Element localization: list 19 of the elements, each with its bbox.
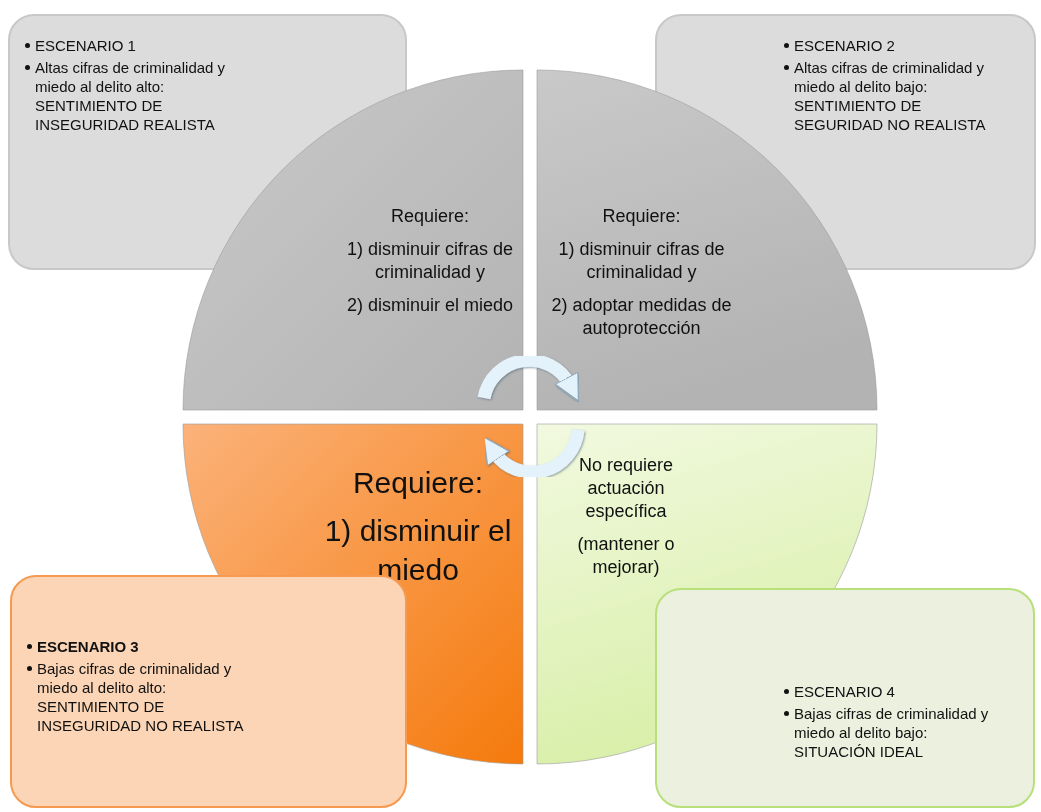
quadrant-text: 2) disminuir el miedo: [345, 294, 515, 318]
quadrant-heading: No requiere actuación específica: [577, 454, 675, 524]
scenario-heading: ESCENARIO 2: [794, 37, 895, 54]
quadrant-text: 1) disminuir el miedo: [323, 513, 513, 588]
scenario-heading: ESCENARIO 1: [35, 37, 136, 54]
scenario-description: Bajas cifras de criminalidad y miedo al delito bajo: SITUACIÓN IDEAL: [794, 705, 989, 760]
quadrant-text: 1) disminuir cifras de criminalidad y: [557, 238, 726, 285]
quadrant-heading: Requiere:: [351, 465, 485, 501]
quadrant-text: (mantener o mejorar): [576, 533, 676, 580]
quadrant-text: 1) disminuir cifras de criminalidad y: [345, 238, 515, 285]
scenario-description: Altas cifras de criminalidad y miedo al delito bajo: SENTIMIENTO DE SEGURIDAD NO REALISTA: [794, 59, 986, 133]
quadrant-heading: Requiere:: [389, 205, 470, 228]
scenario-card: [655, 588, 1035, 808]
quadrant-heading: Requiere:: [601, 205, 682, 228]
scenario-heading: ESCENARIO 4: [794, 683, 895, 700]
scenario-description: Altas cifras de criminalidad y miedo al delito alto: SENTIMIENTO DE INSEGURIDAD REALISTA: [35, 59, 226, 133]
quadrant-text: 2) adoptar medidas de autoprotección: [550, 294, 733, 341]
scenario-description: Bajas cifras de criminalidad y miedo al delito alto: SENTIMIENTO DE INSEGURIDAD NO REALISTA: [37, 660, 244, 734]
scenario-heading: ESCENARIO 3: [37, 638, 139, 655]
